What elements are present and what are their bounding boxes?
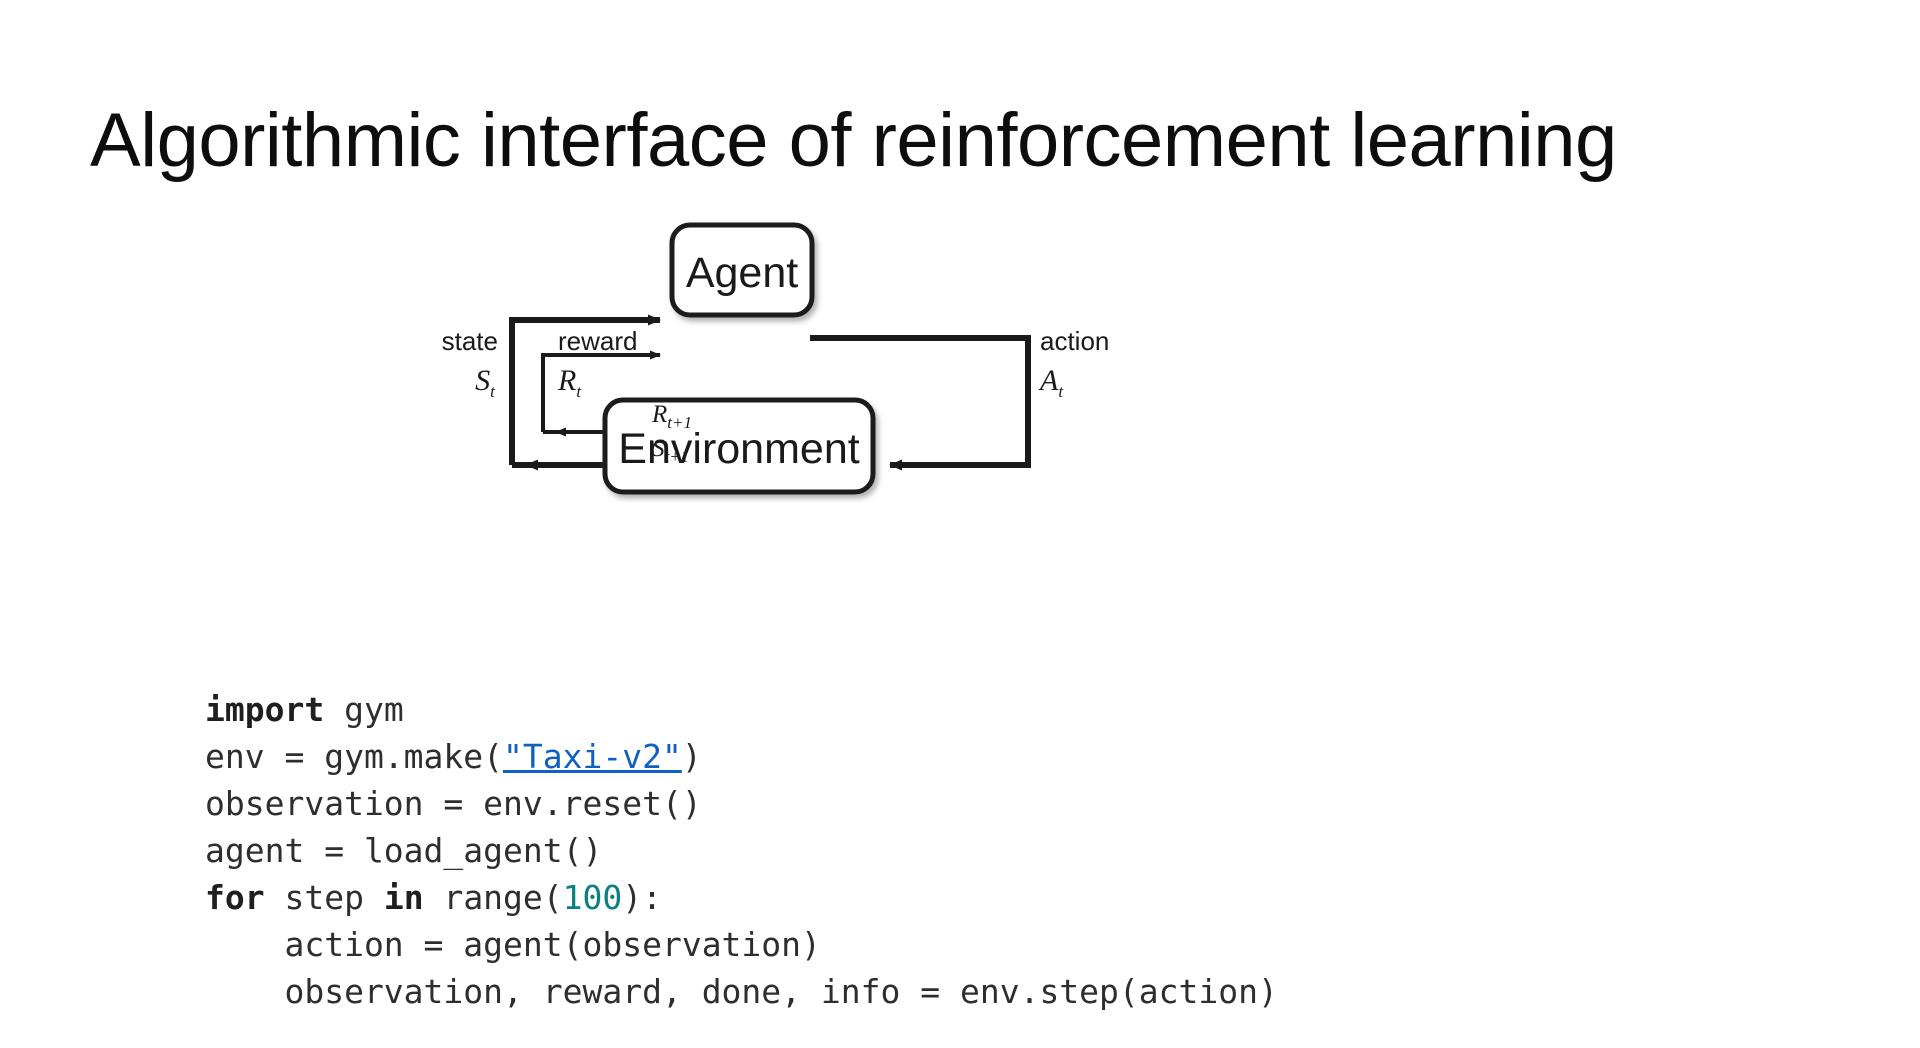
env-id-link[interactable]: "Taxi-v2"	[503, 737, 682, 776]
code-keyword: in	[383, 878, 424, 917]
state-arrow-to-agent	[509, 314, 661, 465]
code-text: observation = env.reset()	[205, 784, 702, 823]
agent-box: Agent	[669, 222, 815, 318]
next-state-subscript: t+1	[665, 447, 690, 466]
action-label-word: action	[1040, 326, 1109, 356]
code-line: action = agent(observation)	[205, 921, 1278, 968]
reward-symbol-subscript: t	[576, 382, 582, 401]
agent-box-rect	[669, 222, 815, 318]
code-line: env = gym.make("Taxi-v2")	[205, 733, 1278, 780]
code-line: agent = load_agent()	[205, 827, 1278, 874]
state-label-word: state	[442, 326, 498, 356]
code-text: step	[264, 878, 384, 917]
reward-label-symbol: Rt	[557, 364, 582, 401]
environment-box-label: Environment	[618, 425, 859, 473]
code-text: range(	[423, 878, 563, 917]
code-line: import gym	[205, 686, 1278, 733]
action-arrow-to-environment	[810, 335, 1031, 471]
code-keyword: import	[205, 690, 325, 729]
state-feedback-path	[509, 314, 661, 471]
code-text: env = gym.make(	[205, 737, 504, 776]
next-state-symbol-char: S	[652, 435, 665, 462]
action-symbol-char: A	[1038, 364, 1059, 397]
code-text: agent = load_agent()	[205, 831, 603, 870]
code-line: observation, reward, done, info = env.st…	[205, 968, 1278, 1015]
code-text: gym	[324, 690, 404, 729]
page-title: Algorithmic interface of reinforcement l…	[90, 97, 1617, 183]
rl-loop-diagram: Agent Environment state St reward Rt act…	[380, 200, 1440, 540]
environment-box: Environment	[602, 397, 876, 495]
next-reward-subscript: t+1	[667, 413, 692, 432]
reward-feedback-path	[541, 350, 661, 437]
environment-box-rect	[602, 397, 876, 495]
code-line: for step in range(100):	[205, 874, 1278, 921]
state-symbol-char: S	[475, 364, 490, 397]
action-symbol-subscript: t	[1058, 382, 1064, 401]
code-text: action = agent(observation)	[205, 925, 821, 964]
reward-label-word: reward	[558, 326, 637, 356]
code-number: 100	[562, 878, 623, 917]
reward-symbol-char: R	[557, 364, 576, 397]
next-reward-symbol-char: R	[651, 401, 667, 428]
agent-box-label: Agent	[686, 249, 798, 297]
code-text: observation, reward, done, info = env.st…	[205, 972, 1278, 1011]
next-state-label: St+1	[652, 435, 689, 466]
rl-loop-svg: Agent Environment state St reward Rt act…	[442, 222, 1109, 495]
next-reward-label: Rt+1	[651, 401, 692, 432]
action-label-symbol: At	[1038, 364, 1064, 401]
code-text: ):	[622, 878, 663, 917]
state-symbol-subscript: t	[490, 382, 496, 401]
reward-arrow-to-agent	[541, 350, 661, 432]
code-keyword: for	[205, 878, 265, 917]
state-label-symbol: St	[475, 364, 496, 401]
code-line: observation = env.reset()	[205, 780, 1278, 827]
code-text: )	[681, 737, 702, 776]
